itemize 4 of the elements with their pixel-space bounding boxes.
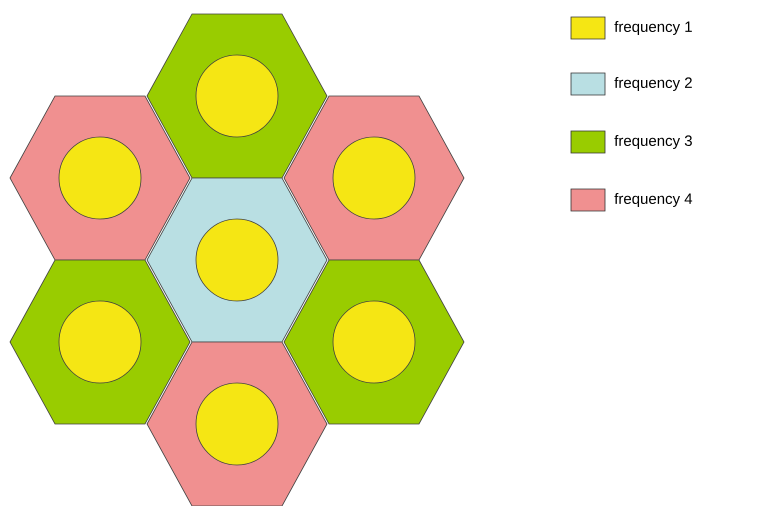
legend-label: frequency 1 [614,21,692,35]
legend-label: frequency 3 [614,135,692,149]
legend-label: frequency 2 [614,77,692,91]
legend-label: frequency 4 [614,193,692,207]
